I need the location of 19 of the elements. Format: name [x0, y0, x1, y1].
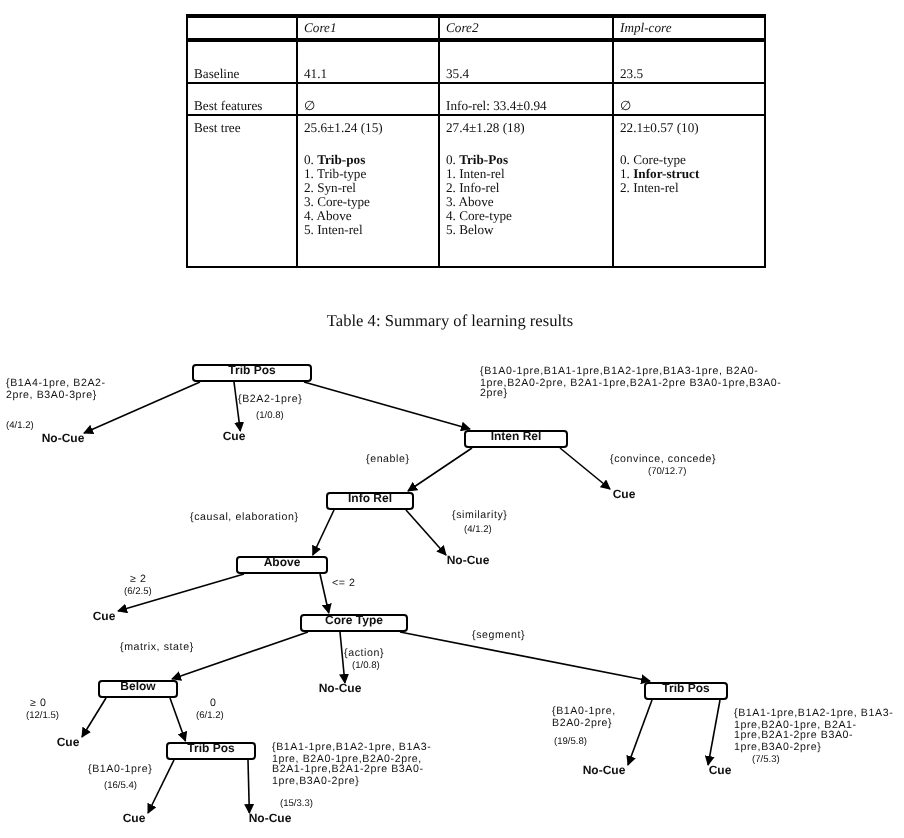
- arrow: [233, 381, 245, 432]
- arrow: [244, 759, 255, 814]
- arrow: [405, 509, 447, 556]
- arrow: [319, 573, 332, 614]
- arrow: [339, 631, 349, 684]
- arrow: [559, 447, 611, 490]
- arrow: [147, 759, 175, 814]
- arrow: [704, 699, 721, 766]
- arrow: [407, 447, 473, 492]
- arrow: [312, 509, 335, 556]
- arrow: [303, 381, 471, 432]
- arrow: [626, 699, 653, 766]
- arrow: [399, 631, 651, 685]
- arrow: [81, 697, 107, 738]
- arrow: [169, 697, 188, 742]
- arrow: [171, 631, 309, 681]
- table-caption: Table 4: Summary of learning results: [324, 312, 576, 330]
- arrow: [83, 381, 201, 434]
- arrow: [117, 573, 245, 614]
